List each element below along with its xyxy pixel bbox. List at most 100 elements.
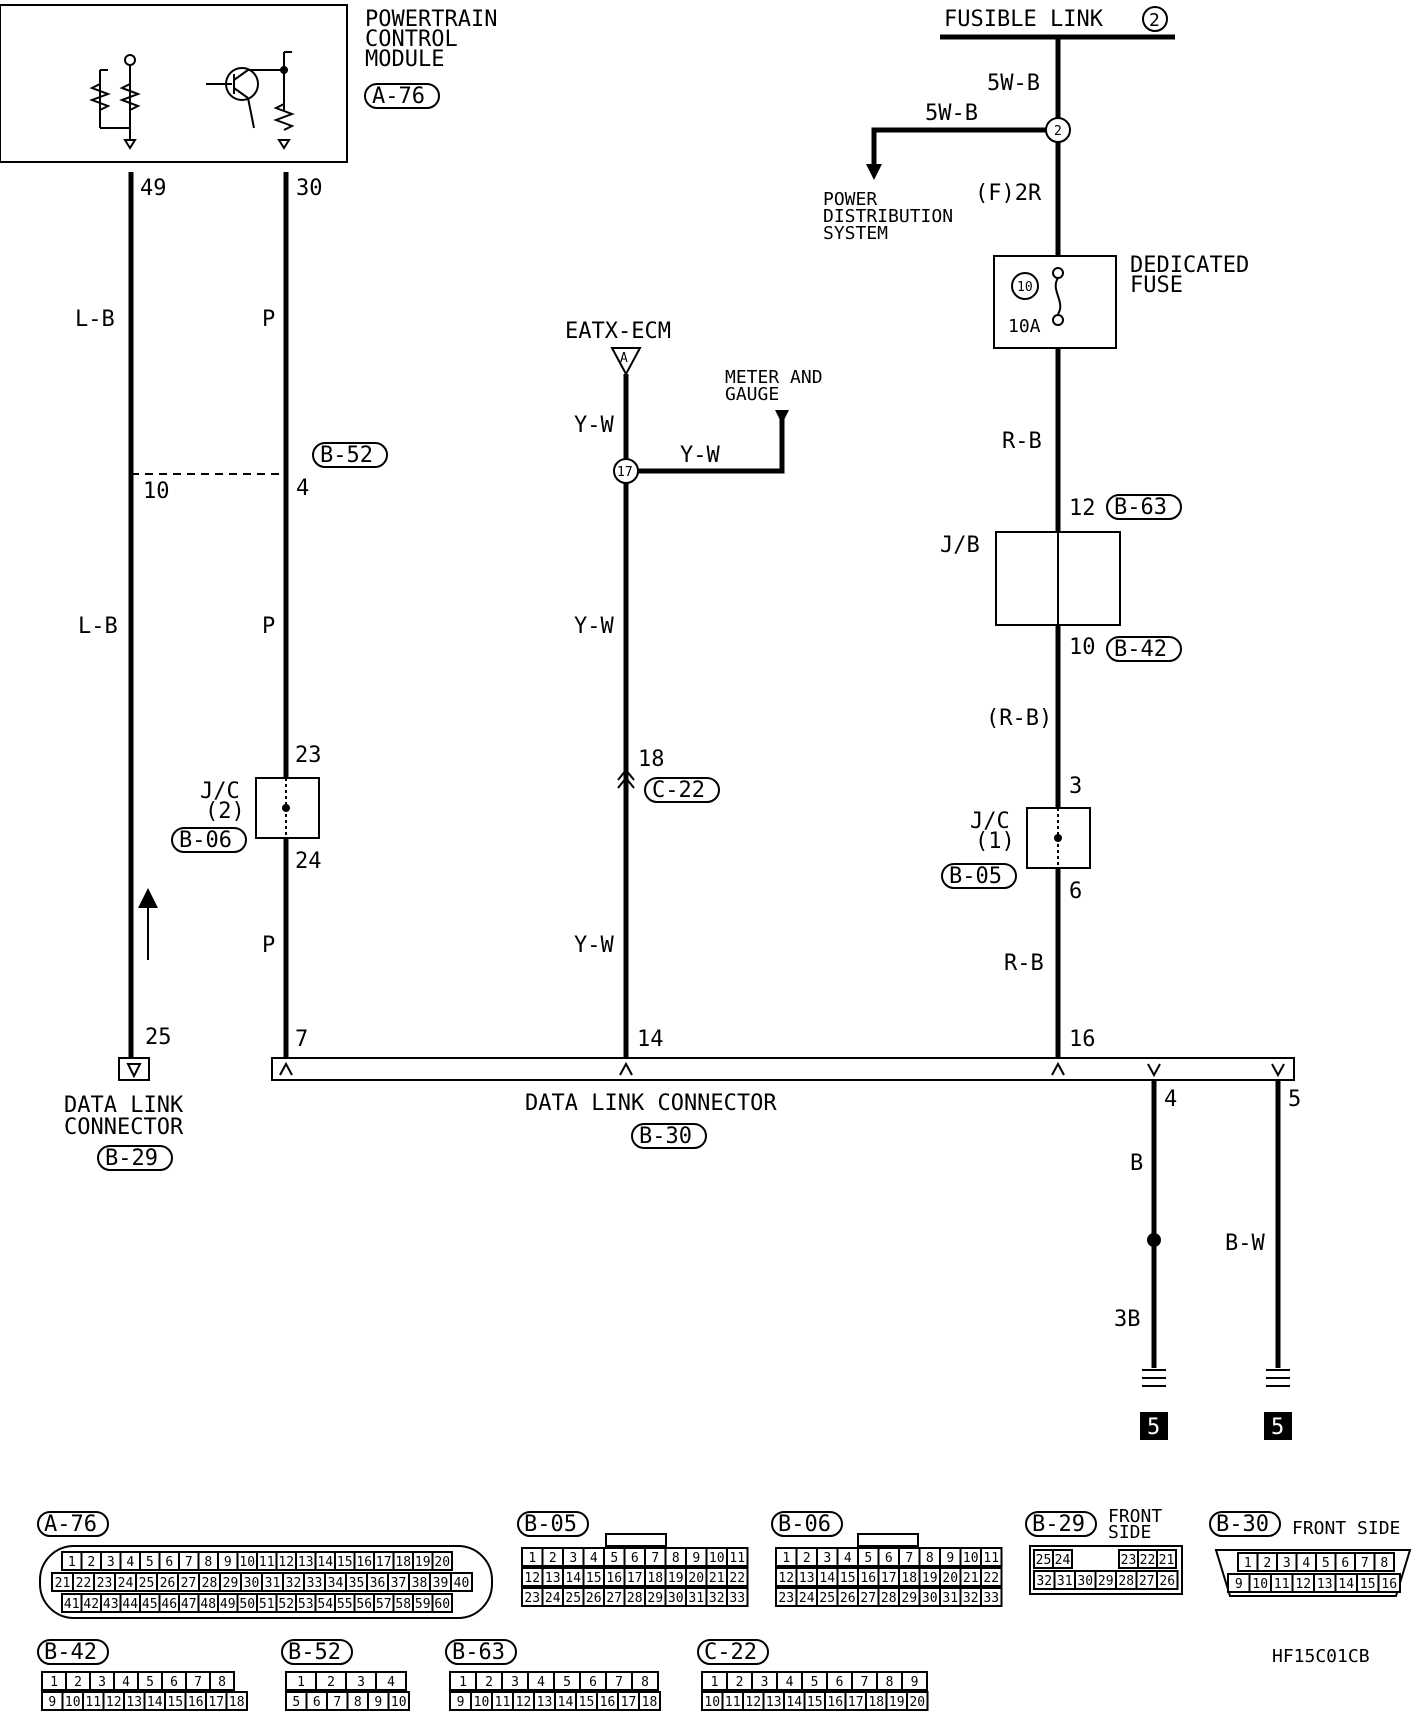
- legend-pin-cell: [726, 1547, 749, 1567]
- legend-pin-number: 20: [434, 1555, 450, 1570]
- legend-b30L-badge: B-30: [1209, 1511, 1281, 1537]
- meter-branch-wire: [638, 418, 785, 474]
- legend-pin-number: 3: [98, 1675, 106, 1690]
- wire-b-label: B: [1130, 1151, 1143, 1176]
- splice-2-label: 2: [1054, 124, 1062, 139]
- legend-pin-cell: [1377, 1573, 1401, 1593]
- pds-branch-wire: [871, 127, 1046, 168]
- wire-yw-label-top: Y-W: [574, 413, 614, 438]
- legend-pin-cell: [631, 1671, 659, 1691]
- legend-pin-number: 4: [786, 1675, 794, 1690]
- ground-b-wire: 4 B 3B 5: [1114, 1080, 1177, 1440]
- legend-pin-number: 26: [586, 1591, 602, 1606]
- legend-pin-number: 20: [688, 1571, 704, 1586]
- legend-pin-number: 15: [337, 1555, 353, 1570]
- legend-pin-number: 25: [1036, 1553, 1052, 1568]
- legend-pin-number: 7: [651, 1551, 659, 1566]
- legend-pin-cell: [980, 1547, 1003, 1567]
- wire-yw-label-mid: Y-W: [574, 614, 614, 639]
- ground-symbol-label-2: 5: [1271, 1415, 1284, 1440]
- pcm-title-line2: CONTROL: [365, 27, 458, 52]
- legend-pin-number: 5: [146, 1675, 154, 1690]
- legend-pin-number: 7: [333, 1695, 341, 1710]
- legend-pin-number: 24: [118, 1576, 134, 1591]
- wire-yw-branch-label: Y-W: [680, 443, 720, 468]
- legend-pin-number: 5: [811, 1675, 819, 1690]
- legend-pin-number: 37: [391, 1576, 407, 1591]
- legend-pin-number: 35: [349, 1576, 365, 1591]
- legend-pin-number: 32: [963, 1591, 979, 1606]
- legend-a76-badge: A-76: [37, 1511, 109, 1537]
- wire-yw-label-bottom: Y-W: [574, 933, 614, 958]
- legend-pin-number: 40: [454, 1576, 470, 1591]
- legend-pin-number: 20: [942, 1571, 958, 1586]
- legend-pin-number: 3: [107, 1555, 115, 1570]
- legend-pin-number: 20: [909, 1695, 925, 1710]
- fuse-rating: 10A: [1008, 316, 1041, 337]
- legend-pin-number: 9: [692, 1551, 700, 1566]
- legend-pin-number: 9: [946, 1551, 954, 1566]
- legend-pin-number: 4: [537, 1675, 545, 1690]
- legend-pin-number: 7: [905, 1551, 913, 1566]
- legend-pin-number: 12: [278, 1555, 294, 1570]
- legend-pin-number: 12: [106, 1695, 122, 1710]
- legend-pin-cell: [209, 1671, 235, 1691]
- legend-pin-number: 25: [139, 1576, 155, 1591]
- legend-pin-number: 18: [395, 1555, 411, 1570]
- legend-pin-cell: [638, 1691, 661, 1711]
- rb-wire: R-B 12 B-63 J/B 10 B-42 (R-B) 3 J/C (1) …: [940, 348, 1182, 1058]
- legend-pin-cell: [387, 1691, 410, 1711]
- c22-connector-badge: [644, 777, 720, 803]
- legend-c22L-badge: C-22: [697, 1639, 769, 1665]
- pcm-connector-label: A-76: [372, 84, 425, 109]
- legend-pin-number: 8: [354, 1695, 362, 1710]
- legend-pin-number: 56: [356, 1597, 372, 1612]
- ground-bw-wire: 5 B-W 5: [1225, 1080, 1301, 1440]
- legend-pin-number: 12: [1295, 1577, 1311, 1592]
- legend-pin-number: 30: [1077, 1574, 1093, 1589]
- pin-49: 49: [140, 176, 167, 201]
- pcm-box: [0, 4, 348, 163]
- legend-pin-number: 1: [528, 1551, 536, 1566]
- fusible-title: FUSIBLE LINK: [944, 7, 1104, 32]
- legend-pin-number: 32: [709, 1591, 725, 1606]
- legend-pin-number: 11: [983, 1551, 999, 1566]
- legend-pin-number: 21: [963, 1571, 979, 1586]
- wire-rb-label-top: R-B: [1002, 429, 1042, 454]
- legend-pin-number: 43: [103, 1597, 119, 1612]
- b29-connector-badge: [97, 1145, 173, 1171]
- legend-pin-number: 2: [485, 1675, 493, 1690]
- eatx-connector-letter: A: [620, 351, 628, 366]
- legend-pin-number: 3: [569, 1551, 577, 1566]
- legend-pin-number: 39: [433, 1576, 449, 1591]
- legend-pin-number: 19: [889, 1695, 905, 1710]
- legend-pin-number: 8: [641, 1675, 649, 1690]
- legend-b52L-badge: B-52: [281, 1639, 353, 1665]
- legend-pin-number: 2: [1263, 1556, 1271, 1571]
- legend-pin-number: 8: [926, 1551, 934, 1566]
- legend-b52L-label: B-52: [288, 1640, 341, 1665]
- legend-pin-number: 2: [549, 1551, 557, 1566]
- legend-pin-number: 25: [819, 1591, 835, 1606]
- legend-pin-number: 14: [1338, 1577, 1354, 1592]
- legend-pin-number: 60: [434, 1597, 450, 1612]
- legend-pin-number: 5: [146, 1555, 154, 1570]
- pcm-connector-badge: [364, 83, 440, 109]
- legend-pin-number: 22: [729, 1571, 745, 1586]
- legend-pin-number: 28: [1118, 1574, 1134, 1589]
- b06-connector-badge: [171, 827, 247, 853]
- legend-pin-number: 1: [50, 1675, 58, 1690]
- legend-pin-number: 21: [1159, 1553, 1175, 1568]
- legend-pin-number: 27: [606, 1591, 622, 1606]
- legend-pin-number: 3: [823, 1551, 831, 1566]
- b63-connector-label: B-63: [1114, 495, 1167, 520]
- legend-pin-number: 29: [901, 1591, 917, 1606]
